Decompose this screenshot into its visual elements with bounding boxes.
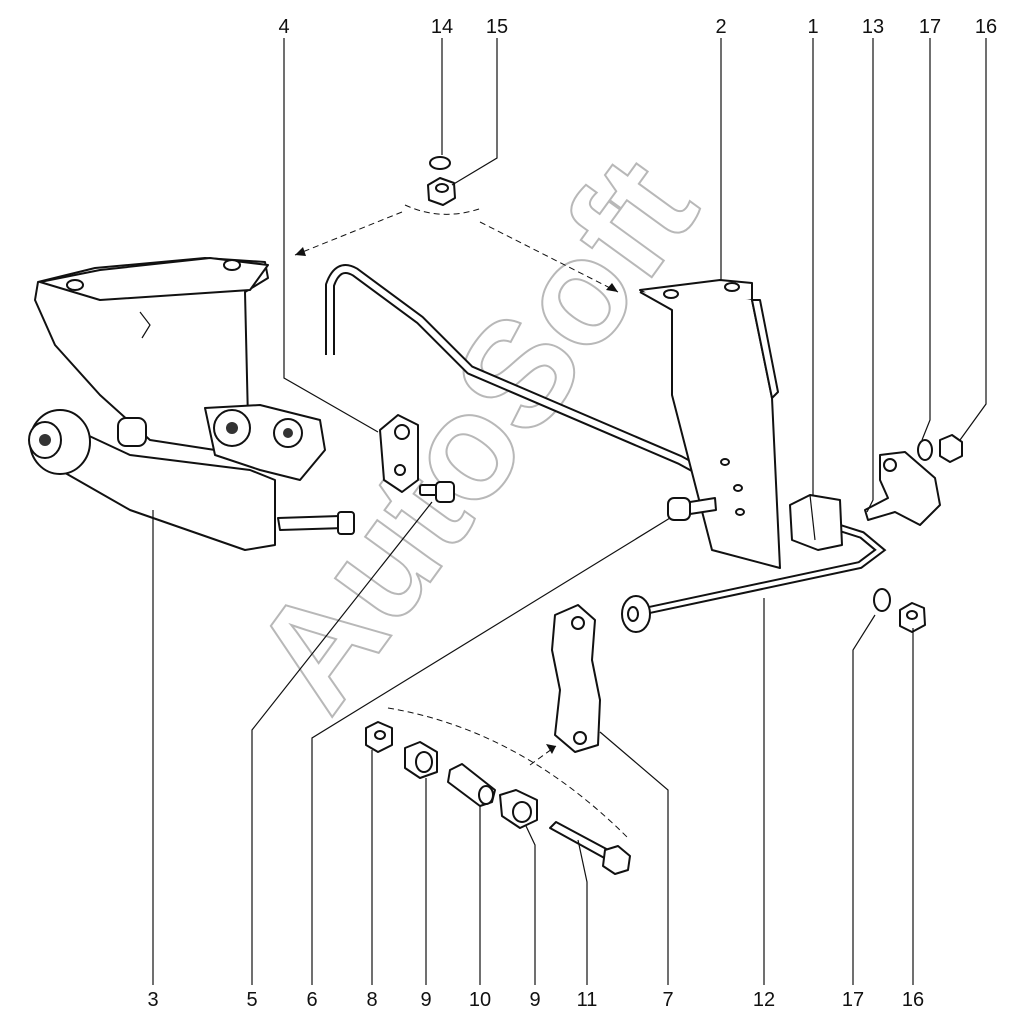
callout-label: 10 [469,989,491,1011]
right-bracket [639,279,781,569]
top-nut-washer [427,156,456,206]
callout-label: 6 [306,989,317,1011]
bar-bushing [789,494,843,551]
callout-label: 2 [715,16,726,38]
callout-label: 16 [902,989,924,1011]
bracket-bolt [667,497,717,521]
small-screw [419,481,455,503]
link-plate [379,414,419,493]
callout-label: 9 [529,989,540,1011]
callout-label: 12 [753,989,775,1011]
bar-clamp [864,451,941,526]
callout-label: 3 [147,989,158,1011]
callout-label: 9 [420,989,431,1011]
callout-label: 8 [366,989,377,1011]
callout-label: 14 [431,16,453,38]
assembly-guide-lines [294,204,629,839]
callout-label: 13 [862,16,884,38]
callout-label: 11 [577,989,598,1011]
lower-washer-nut [873,588,926,633]
actuator-assembly [28,257,355,551]
callout-label: 4 [278,16,289,38]
link-hardware [365,721,631,875]
callout-label: 17 [919,16,941,38]
bottom-callouts: 3 5 6 8 9 10 9 11 7 12 17 16 [147,989,924,1011]
callout-label: 17 [842,989,864,1011]
callout-label: 7 [662,989,673,1011]
stabilizer-bar [325,264,887,633]
callout-label: 1 [807,16,818,38]
leader-lines [152,38,987,985]
top-callouts: 4 14 15 2 1 13 17 16 [278,16,997,38]
upper-washer-nut [917,434,963,463]
callout-label: 15 [486,16,508,38]
callout-label: 5 [246,989,257,1011]
callout-label: 16 [975,16,997,38]
stabilizer-link [551,604,601,753]
